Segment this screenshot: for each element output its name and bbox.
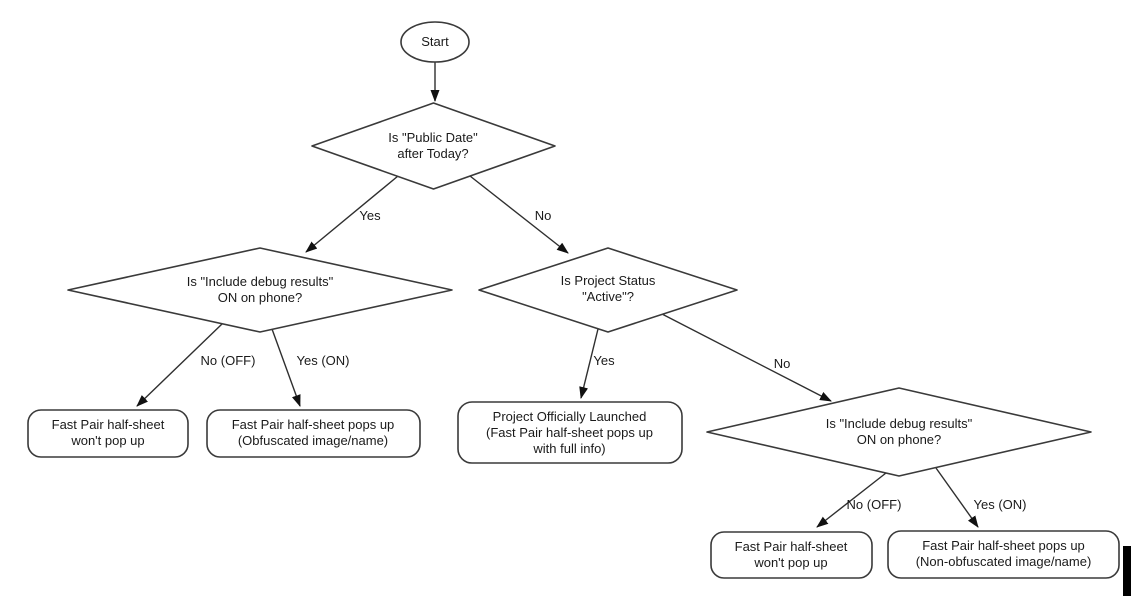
decision-project-status-shape	[478, 247, 738, 333]
start-label: Start	[421, 34, 449, 49]
result-launched-shape	[457, 401, 683, 464]
edge-label-yes-mid: Yes	[593, 353, 615, 368]
edge-no-to-project-status	[469, 175, 569, 254]
edge-yes-to-launched	[579, 328, 599, 399]
edge-label-yes-on-left: Yes (ON)	[296, 353, 350, 368]
edge-yes-on-right	[935, 467, 979, 528]
edge-no-off-right	[816, 472, 887, 528]
edge-no-off-left	[136, 323, 223, 407]
result-no-popup-right-shape	[710, 531, 873, 579]
result-obfuscated-label: Fast Pair half-sheet pops up (Obfuscated…	[231, 417, 395, 448]
edge-yes-to-debug-left	[305, 175, 399, 253]
decision-debug-right-label: Is "Include debug results" ON on phone?	[825, 416, 973, 447]
edge-no-to-debug-right	[661, 313, 832, 402]
edge-label-no-off-right: No (OFF)	[846, 497, 902, 512]
result-non-obfuscated-shape	[887, 530, 1120, 579]
edge-label-no-off-left: No (OFF)	[200, 353, 256, 368]
result-no-popup-right-label: Fast Pair half-sheet won't pop up	[734, 539, 848, 570]
edge-label-yes-on-right: Yes (ON)	[973, 497, 1027, 512]
result-obfuscated-shape	[206, 409, 421, 458]
text-cursor-artifact	[1123, 546, 1131, 596]
decision-public-date-label: Is "Public Date" after Today?	[388, 130, 478, 161]
edge-label-no-right: No	[773, 356, 791, 371]
decision-public-date-shape	[311, 102, 556, 190]
decision-debug-left-label: Is "Include debug results" ON on phone?	[186, 274, 334, 305]
decision-debug-left-shape	[67, 247, 453, 333]
result-non-obfuscated-label: Fast Pair half-sheet pops up (Non-obfusc…	[915, 538, 1092, 569]
edge-label-yes-left: Yes	[359, 208, 381, 223]
decision-debug-right-shape	[706, 387, 1092, 477]
result-no-popup-left-label: Fast Pair half-sheet won't pop up	[51, 417, 165, 448]
start-node-shape	[400, 21, 470, 63]
edge-yes-on-left	[271, 328, 301, 407]
edge-label-no-top: No	[534, 208, 552, 223]
decision-project-status-label: Is Project Status "Active"?	[560, 273, 656, 304]
result-launched-label: Project Officially Launched (Fast Pair h…	[486, 409, 653, 456]
node-shapes	[27, 21, 1120, 579]
edges	[136, 62, 979, 528]
result-no-popup-left-shape	[27, 409, 189, 458]
